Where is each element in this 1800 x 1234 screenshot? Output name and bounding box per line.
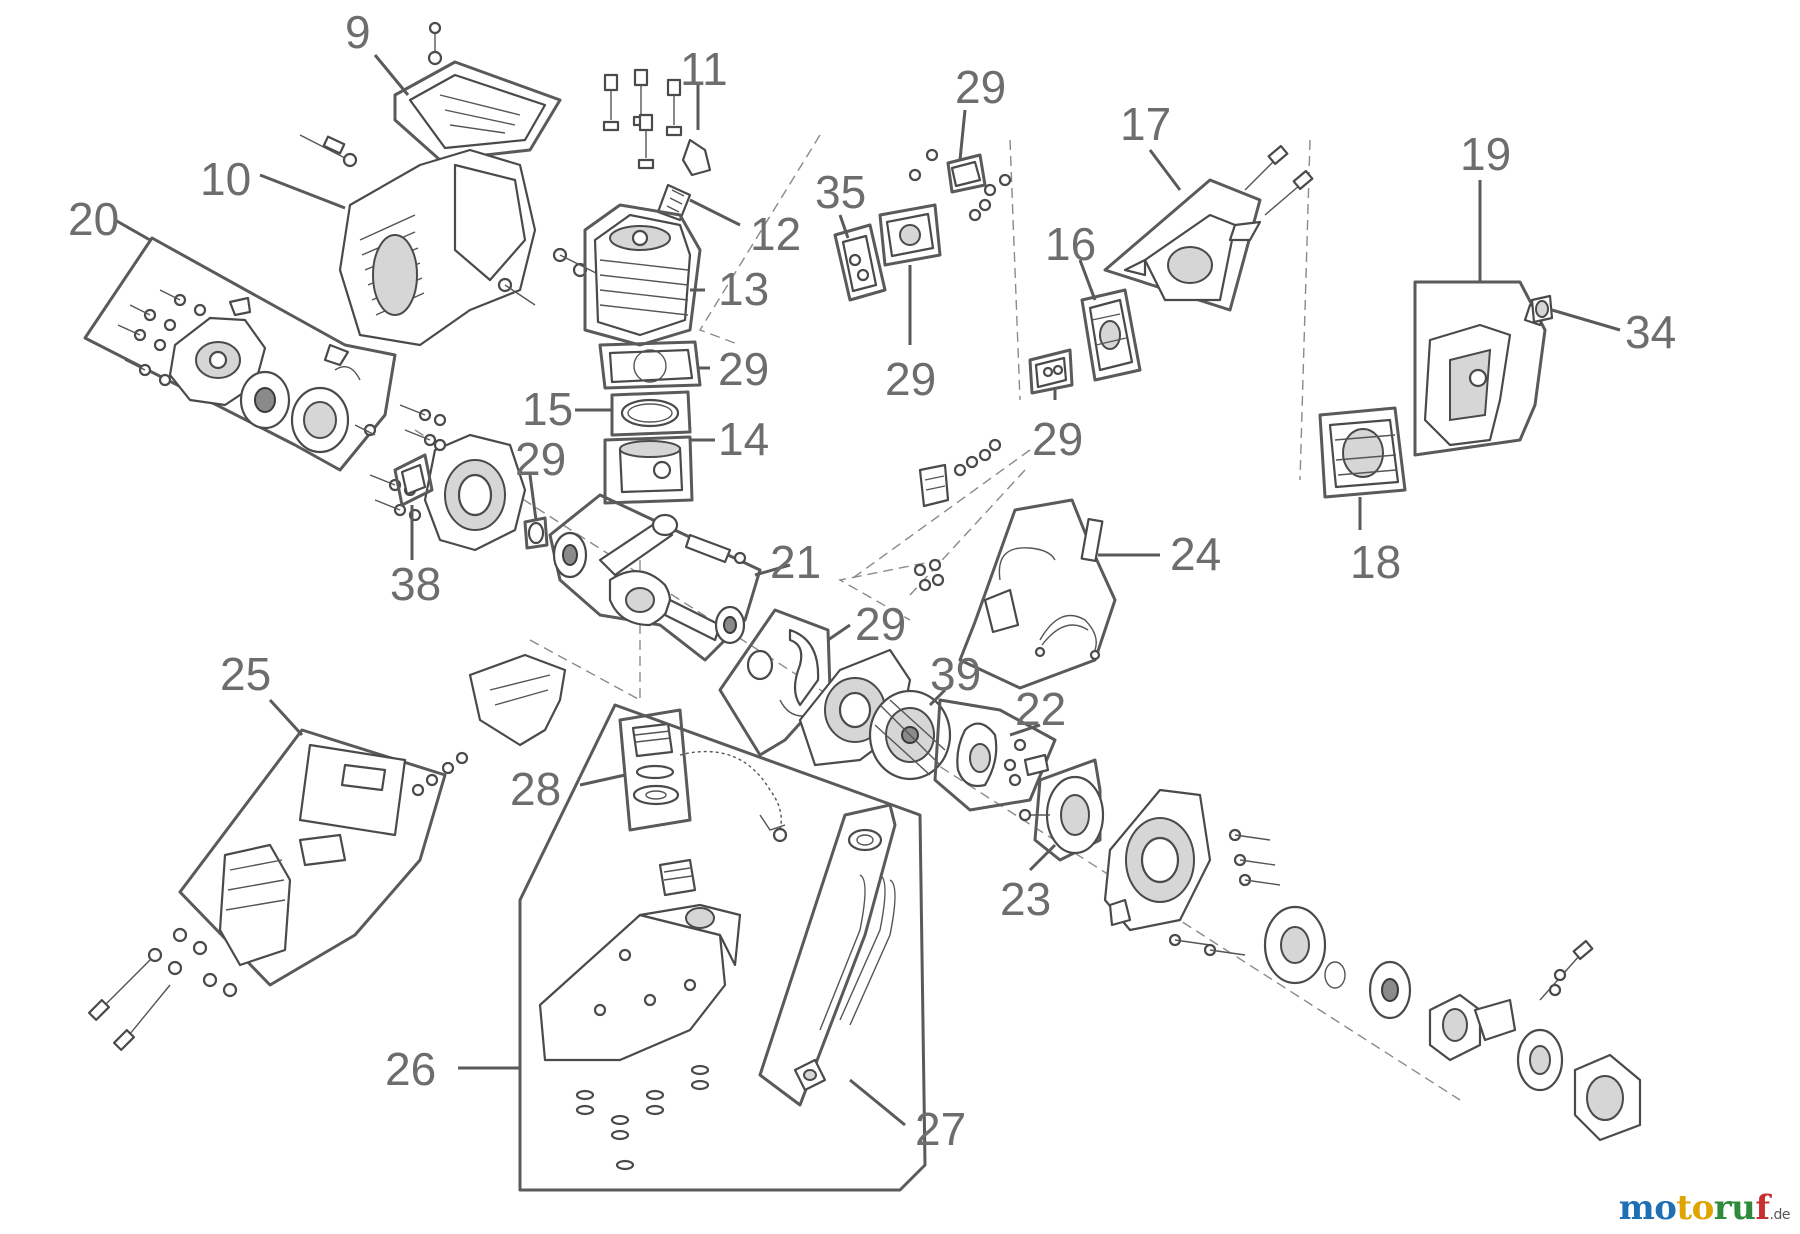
logo-tld: .de: [1769, 1207, 1791, 1223]
part-34-knob: [1530, 294, 1554, 324]
callout-29-gasket-c: 29: [1032, 413, 1083, 465]
callout-17: 17: [1120, 98, 1171, 150]
callout-29-cylinder-gasket: 29: [718, 343, 769, 395]
part-29-carb-gasket-a: [833, 223, 887, 302]
logo-text-part-2: to: [1676, 1188, 1714, 1228]
callout-27: 27: [915, 1103, 966, 1155]
part-29-carb-gasket-b: [908, 148, 1012, 222]
part-39-flywheel: [868, 689, 952, 781]
callout-numbers: 9 10 11 12 13 29 15 14 20 29 38 29 35 17…: [68, 6, 1676, 1155]
callout-leader-lines: [114, 54, 1621, 1127]
callout-38: 38: [390, 558, 441, 610]
callout-10: 10: [200, 153, 251, 205]
callout-24: 24: [1170, 528, 1221, 580]
part-25-muffler: [88, 653, 567, 1051]
part-23-clutch-drum: [1018, 758, 1105, 862]
logo-text-part-3: ru: [1713, 1188, 1756, 1228]
part-38-gasket: [393, 453, 434, 507]
part-9-cover: [393, 21, 562, 162]
callout-22: 22: [1015, 683, 1066, 735]
part-21-crankshaft: [548, 493, 762, 662]
callout-28: 28: [510, 763, 561, 815]
part-28-fuel-cap: [618, 708, 788, 843]
assembly-axis-lines: [414, 134, 1461, 1101]
callout-26: 26: [385, 1043, 436, 1095]
crankcase-left-half: [369, 404, 527, 552]
clutch-housing: [1103, 788, 1642, 1142]
callout-14: 14: [718, 413, 769, 465]
callout-39: 39: [930, 648, 981, 700]
callout-16: 16: [1045, 218, 1096, 270]
callout-29-gasket-b-wrap: 29: [955, 64, 1006, 110]
part-22-clutch: [933, 698, 1057, 812]
muffler-small-parts: [913, 438, 1002, 592]
logo-text-part-4: f: [1755, 1188, 1770, 1228]
callout-9: 9: [345, 6, 371, 58]
callout-19: 19: [1460, 128, 1511, 180]
callout-12: 12: [750, 208, 801, 260]
callout-23: 23: [1000, 873, 1051, 925]
part-17-air-filter-base: [1103, 144, 1314, 312]
part-29-crankcase-gasket: [718, 608, 832, 757]
part-24-ignition-coil: [958, 498, 1117, 690]
logo-text-part-1: mo: [1618, 1188, 1677, 1228]
part-14-piston: [603, 435, 694, 505]
callout-25: 25: [220, 648, 271, 700]
callout-15: 15: [522, 383, 573, 435]
callout-29-gasket-a: 35: [815, 166, 866, 218]
cylinder-bolts: [602, 68, 683, 170]
part-35-insulator: [878, 203, 942, 267]
part-10-engine-shroud: [299, 134, 601, 347]
callout-21: 21: [770, 536, 821, 588]
part-16-carburetor: [1080, 288, 1142, 382]
callout-35: 29: [885, 353, 936, 405]
part-29-carb-gasket-c: [1028, 348, 1074, 395]
callout-18: 18: [1350, 536, 1401, 588]
callout-20: 20: [68, 193, 119, 245]
callout-11: 11: [680, 43, 728, 95]
part-27-fuel-lines: [758, 803, 897, 1107]
part-11-spark-plug-cap: [681, 138, 712, 177]
part-13-cylinder: [583, 203, 702, 347]
callout-13: 13: [718, 263, 769, 315]
callout-34: 34: [1625, 306, 1676, 358]
part-29-cylinder-gasket: [598, 340, 702, 390]
motoruf-logo: motoruf.de: [1618, 1188, 1791, 1228]
part-26-fuel-tank: [518, 703, 927, 1192]
callout-29-crankcase: 29: [855, 598, 906, 650]
part-19-air-filter-cover: [1413, 280, 1547, 457]
part-15-piston-ring: [610, 390, 692, 437]
part-20-recoil-starter: [83, 236, 397, 472]
part-29-small-seal: [523, 516, 549, 550]
callout-29-seal: 29: [515, 433, 566, 485]
part-18-filter-element: [1318, 406, 1407, 499]
callout-29-gasket-b: 29: [955, 61, 1007, 113]
